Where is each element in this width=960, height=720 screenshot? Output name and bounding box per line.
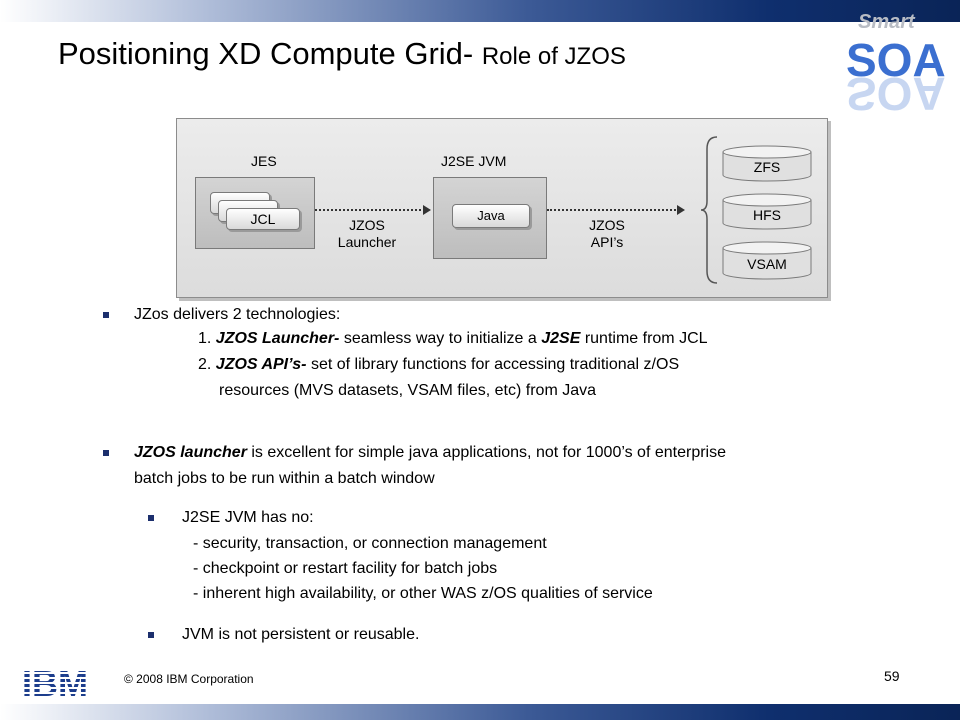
logo-soa-reflection: SOA bbox=[846, 68, 946, 120]
item-launcher-term: JZOS Launcher- bbox=[215, 330, 340, 347]
bullet-jvm-not-persistent: JVM is not persistent or reusable. bbox=[182, 626, 420, 643]
item-apis-term: JZOS API’s- bbox=[215, 356, 307, 373]
launcher-note-term: JZOS launcher bbox=[134, 444, 247, 461]
vsam-label: VSAM bbox=[747, 256, 787, 272]
footer-bar bbox=[0, 704, 960, 720]
smart-soa-logo: Smart SOA SOA bbox=[846, 11, 946, 120]
launcher-arrow bbox=[315, 209, 425, 211]
slide-title: Positioning XD Compute Grid- Role of JZO… bbox=[58, 36, 626, 72]
item-j2se-term: J2SE bbox=[541, 330, 581, 347]
header-bar bbox=[0, 0, 960, 22]
bullet-marker bbox=[103, 450, 109, 456]
logo-soa-text: SOA bbox=[846, 34, 946, 86]
bullet-item-apis: 2. JZOS API’s- set of library functions … bbox=[198, 354, 679, 375]
launcher-arrowhead bbox=[423, 205, 431, 215]
hfs-label: HFS bbox=[753, 207, 781, 223]
sub-bullet-marker bbox=[148, 515, 154, 521]
java-label: Java bbox=[452, 204, 530, 228]
bullet-item-launcher: 1. JZOS Launcher- seamless way to initia… bbox=[198, 328, 708, 349]
bullet-launcher-note: JZOS launcher is excellent for simple ja… bbox=[134, 442, 726, 463]
bullet-jvm-has-no: J2SE JVM has no: bbox=[182, 509, 314, 526]
zfs-cylinder: ZFS bbox=[722, 145, 812, 182]
jvm-label: J2SE JVM bbox=[441, 153, 507, 169]
launcher-caption: JZOS Launcher bbox=[317, 217, 417, 251]
storage-brace bbox=[700, 136, 718, 284]
apis-caption-line2: API’s bbox=[590, 234, 624, 250]
title-main: Positioning XD Compute Grid- bbox=[58, 36, 482, 71]
ibm-logo-text: IBM bbox=[22, 664, 88, 704]
launcher-note-text: is excellent for simple java application… bbox=[246, 444, 726, 461]
logo-smart-text: Smart bbox=[858, 11, 916, 33]
jvm-lacks-line: - checkpoint or restart facility for bat… bbox=[193, 560, 498, 577]
jes-box: JCL bbox=[195, 177, 315, 249]
zfs-label: ZFS bbox=[754, 159, 780, 175]
item-number: 2. bbox=[198, 356, 212, 373]
apis-arrowhead bbox=[677, 205, 685, 215]
launcher-caption-line2: Launcher bbox=[337, 234, 397, 250]
item-apis-text: set of library functions for accessing t… bbox=[306, 356, 680, 373]
jvm-lacks-line: - security, transaction, or connection m… bbox=[193, 535, 547, 552]
apis-arrow bbox=[547, 209, 679, 211]
jcl-card: JCL bbox=[226, 208, 300, 230]
copyright: © 2008 IBM Corporation bbox=[124, 672, 254, 686]
ibm-logo: IBM bbox=[22, 664, 88, 704]
title-subtitle: Role of JZOS bbox=[481, 43, 626, 70]
vsam-cylinder: VSAM bbox=[722, 241, 812, 280]
sub-bullet-marker bbox=[148, 632, 154, 638]
jvm-box: Java bbox=[433, 177, 547, 259]
item-launcher-text: seamless way to initialize a bbox=[339, 330, 542, 347]
bullet-technologies: JZos delivers 2 technologies: bbox=[134, 306, 341, 323]
item-number: 1. bbox=[198, 330, 212, 347]
bullet-marker bbox=[103, 312, 109, 318]
apis-caption: JZOS API’s bbox=[553, 217, 661, 251]
hfs-cylinder: HFS bbox=[722, 193, 812, 230]
page-number: 59 bbox=[884, 668, 900, 684]
bullet-item-apis-line2: resources (MVS datasets, VSAM files, etc… bbox=[219, 382, 597, 399]
item-launcher-text-end: runtime from JCL bbox=[580, 330, 708, 347]
bullet-launcher-note-line2: batch jobs to be run within a batch wind… bbox=[134, 470, 435, 487]
apis-caption-line1: JZOS bbox=[589, 217, 625, 233]
launcher-caption-line1: JZOS bbox=[349, 217, 385, 233]
architecture-diagram: JES JCL JZOS Launcher J2SE JVM Java JZOS… bbox=[176, 118, 828, 298]
jvm-lacks-line: - inherent high availability, or other W… bbox=[193, 585, 653, 602]
jes-label: JES bbox=[251, 153, 277, 169]
